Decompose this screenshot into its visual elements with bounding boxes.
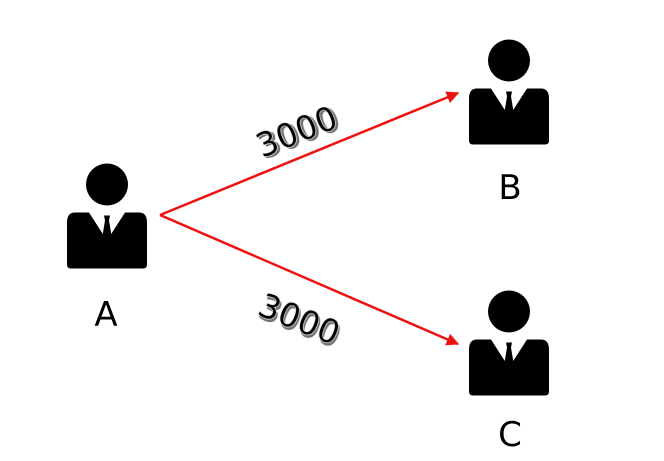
edge-label-a-to-c: 3000 xyxy=(253,285,345,353)
node-label-c: C xyxy=(498,415,522,455)
node-b: B xyxy=(469,39,549,208)
businessman-icon xyxy=(469,290,549,396)
edge-a-to-b: 3000 xyxy=(159,91,460,217)
node-label-b: B xyxy=(498,168,521,208)
node-c: C xyxy=(469,290,549,455)
edge-a-to-c: 3000 xyxy=(159,213,460,353)
businessman-icon xyxy=(67,163,147,269)
node-a: A xyxy=(67,163,147,335)
edge-label-a-to-b: 3000 xyxy=(250,98,342,166)
node-label-a: A xyxy=(94,295,117,335)
arrow-a-to-b xyxy=(159,91,460,217)
arrow-a-to-c xyxy=(159,213,460,346)
businessman-icon xyxy=(469,39,549,145)
